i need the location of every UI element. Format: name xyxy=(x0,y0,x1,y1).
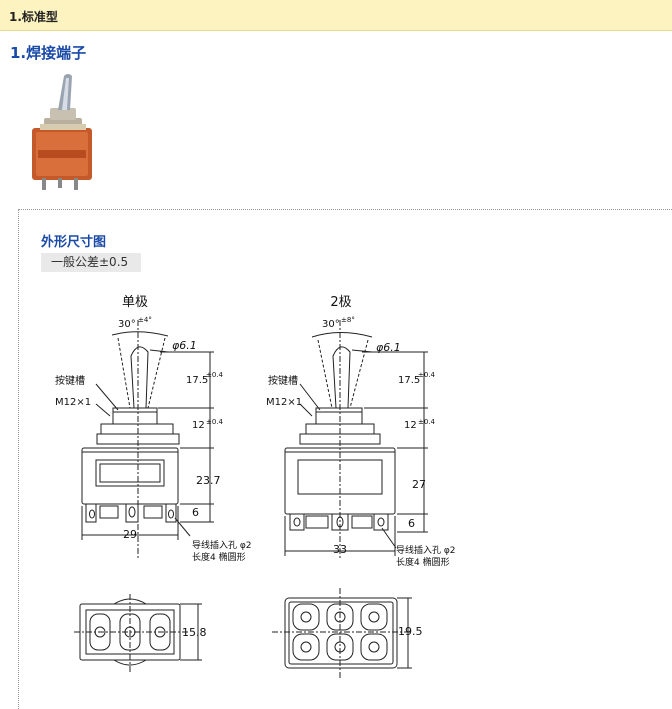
single-width: 29 xyxy=(123,528,137,541)
double-pole-labels: 2极 30° ±8° φ6.1 按键槽 M12×1 17.5 ±0.4 12 ±… xyxy=(266,295,456,638)
drawing-panel xyxy=(18,209,672,709)
dimension-drawing-title: 外形尺寸图 xyxy=(41,235,107,250)
single-hole-note-2: 长度4 椭圆形 xyxy=(192,551,246,563)
section-header-bar: 1.标准型 xyxy=(0,0,672,31)
double-bottom-dim: 19.5 xyxy=(398,625,423,638)
double-dim-lever: 17.5 xyxy=(398,375,420,386)
double-dim-bushing-tol: ±0.4 xyxy=(418,418,436,426)
single-key-groove-label: 按键槽 xyxy=(55,374,85,387)
double-pole-title: 2极 xyxy=(330,295,351,310)
single-dim-body: 23.7 xyxy=(196,474,221,487)
section-header: 1.标准型 xyxy=(9,10,58,24)
toggle-switch-photo xyxy=(32,74,92,190)
double-key-groove-label: 按键槽 xyxy=(268,374,298,387)
single-angle: 30° xyxy=(118,319,136,330)
tolerance-badge: 一般公差±0.5 xyxy=(41,253,141,272)
single-dim-lever: 17.5 xyxy=(186,375,208,386)
double-dim-terminal: 6 xyxy=(408,517,415,530)
double-hole-note-2: 长度4 椭圆形 xyxy=(396,556,450,568)
single-dim-terminal: 6 xyxy=(192,506,199,519)
single-angle-tol: ±4° xyxy=(138,316,152,324)
single-pole-title: 单极 xyxy=(122,295,148,310)
single-bottom-dim: 15.8 xyxy=(182,626,207,639)
single-dim-lever-tol: ±0.4 xyxy=(206,371,224,379)
page-title: 1.焊接端子 xyxy=(10,44,87,62)
double-diameter: φ6.1 xyxy=(376,341,401,354)
double-dim-lever-tol: ±0.4 xyxy=(418,371,436,379)
single-pole-bottom-view xyxy=(74,594,202,672)
double-hole-note-1: 导线插入孔 φ2 xyxy=(396,544,456,556)
single-thread-label: M12×1 xyxy=(55,397,91,408)
double-pole-bottom-view xyxy=(272,588,412,678)
single-hole-note-1: 导线插入孔 φ2 xyxy=(192,539,252,551)
single-dim-bushing: 12 xyxy=(192,420,205,431)
single-dim-bushing-tol: ±0.4 xyxy=(206,418,224,426)
single-pole-labels: 单极 30° ±4° φ6.1 按键槽 M12×1 17.5 ±0.4 12 ±… xyxy=(55,295,252,639)
double-angle-tol: ±8° xyxy=(341,316,355,324)
double-width: 33 xyxy=(333,543,347,556)
double-dim-body: 27 xyxy=(412,478,426,491)
single-pole-front-view xyxy=(81,320,214,560)
double-angle: 30° xyxy=(322,319,340,330)
double-dim-bushing: 12 xyxy=(404,420,417,431)
double-pole-front-view xyxy=(284,320,428,560)
double-thread-label: M12×1 xyxy=(266,397,302,408)
single-diameter: φ6.1 xyxy=(172,339,197,352)
